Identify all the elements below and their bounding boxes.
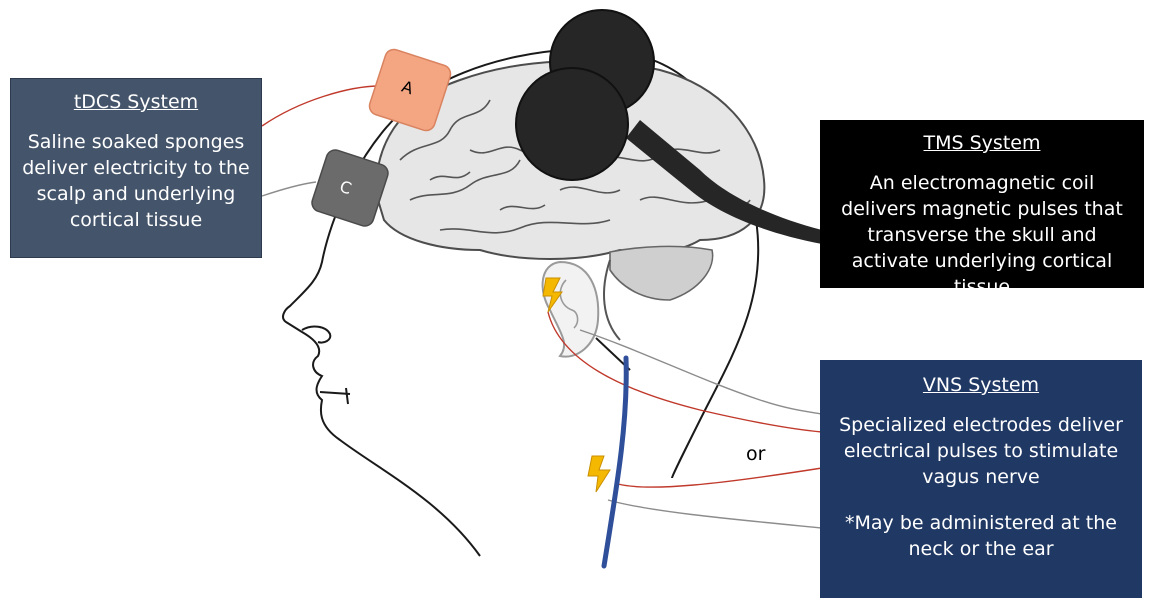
- vns-system-box: VNS System Specialized electrodes delive…: [820, 360, 1142, 598]
- or-label: or: [746, 443, 765, 465]
- vns-neck-wire-gray: [608, 500, 822, 528]
- tdcs-title: tDCS System: [21, 89, 251, 115]
- lightning-bolt-icon: [588, 456, 610, 492]
- tdcs-system-box: tDCS System Saline soaked sponges delive…: [10, 78, 262, 258]
- tms-coil-lower-wing: [516, 68, 628, 180]
- tdcs-anode-wire: [262, 86, 380, 126]
- mouth-detail: [320, 388, 350, 404]
- tms-title: TMS System: [830, 130, 1134, 156]
- vns-description: Specialized electrodes deliver electrica…: [830, 412, 1132, 490]
- vns-neck-wire-red: [618, 468, 822, 487]
- cerebellum: [610, 246, 713, 300]
- tdcs-cathode-wire: [262, 182, 316, 196]
- tms-description: An electromagnetic coil delivers magneti…: [830, 170, 1134, 300]
- tms-system-box: TMS System An electromagnetic coil deliv…: [820, 120, 1144, 288]
- vns-ear-wire-gray: [580, 330, 822, 414]
- vns-title: VNS System: [830, 372, 1132, 398]
- vagus-nerve: [604, 358, 626, 566]
- tdcs-description: Saline soaked sponges deliver electricit…: [21, 129, 251, 233]
- vns-note: *May be administered at the neck or the …: [830, 510, 1132, 562]
